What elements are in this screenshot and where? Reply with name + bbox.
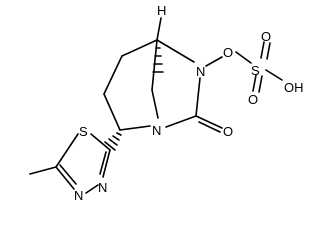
- bond-c4-c3: [103, 55, 123, 95]
- stereo-hash-wedge-c2: [104, 132, 122, 151]
- bond-s-oh: [265, 69, 283, 81]
- bond-c3-c2: [103, 93, 121, 131]
- bond-o-s: [235, 51, 252, 64]
- thiadiazole-ring: [29, 133, 111, 194]
- bond-c2-n1: [119, 125, 151, 131]
- atom-o-ester: O: [223, 45, 233, 60]
- bond-c5-n6: [156, 39, 195, 63]
- atom-n-ring-upper: N: [98, 180, 107, 195]
- carbonyl-double-bond: [195, 115, 223, 133]
- core-bonds: [103, 17, 201, 131]
- stereo-hash-wedge-bridgehead: [152, 47, 164, 73]
- bond-c8-n1: [151, 89, 159, 119]
- atom-h: H: [157, 3, 166, 18]
- atom-s-thiadiazole: S: [79, 124, 88, 139]
- bond-c5-c4: [121, 39, 158, 57]
- bond-c-h: [156, 17, 162, 41]
- atom-n-amide: N: [196, 64, 205, 79]
- bond-s-o-top: [260, 41, 265, 59]
- sulfate-bonds: [205, 41, 283, 93]
- atom-n-ring-lower: N: [74, 188, 83, 203]
- bond-methyl: [29, 166, 57, 175]
- atom-o-carbonyl: O: [223, 124, 233, 139]
- atom-o-double-bottom: O: [248, 92, 258, 107]
- atom-o-double-top: O: [261, 29, 271, 44]
- atom-s-sulfur: S: [251, 63, 260, 78]
- bond-n-o: [205, 56, 223, 67]
- atom-n-bridge: N: [152, 123, 161, 138]
- bond-n6-c7: [195, 77, 201, 117]
- bond-c7-n1: [165, 115, 197, 128]
- atom-labels: H N N O S O O OH O S N N: [74, 3, 304, 203]
- bond-s-o-bottom: [252, 74, 257, 92]
- atom-oh: OH: [284, 80, 304, 95]
- chemical-structure-diagram: H N N O S O O OH O S N N: [29, 3, 304, 203]
